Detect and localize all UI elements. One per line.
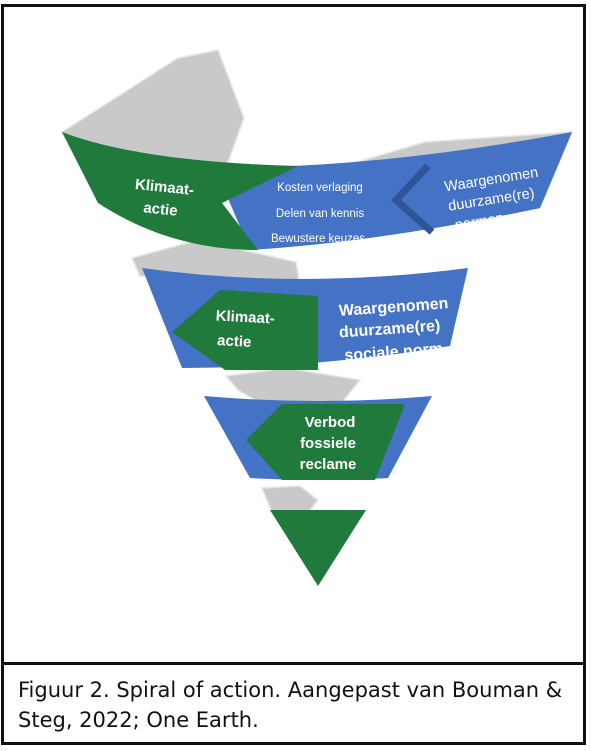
tier-3: Verbod fossiele reclame — [204, 396, 432, 480]
ribbon-segment-4 — [260, 485, 320, 516]
tier-3-green-band — [246, 404, 405, 480]
tier-3-policy-line-3: reclame — [300, 456, 357, 473]
spiral-diagram: Klimaat- actie Kosten verlaging Delen va… — [60, 49, 574, 586]
tier-1-mechanism-3: Bewustere keuzes — [271, 233, 365, 245]
tier-1-mechanism-2: Delen van kennis — [276, 208, 364, 220]
tier-1-blue-band — [215, 132, 572, 250]
spiral-tip — [270, 510, 366, 586]
tier-1-action-line-1: Klimaat- — [134, 176, 195, 199]
tier-1: Klimaat- actie Kosten verlaging Delen va… — [62, 132, 572, 250]
tier-3-policy-line-2: fossiele — [300, 435, 356, 452]
caption-divider — [1, 662, 586, 665]
tier-1-norm-line-3: normen — [454, 210, 505, 233]
tier-2-action-line-2: actie — [217, 332, 252, 351]
tier-2-action-line-1: Klimaat- — [215, 307, 275, 327]
tier-1-chevron — [390, 163, 435, 235]
tier-1-green-band — [62, 132, 298, 250]
figure-caption: Figuur 2. Spiral of action. Aangepast va… — [18, 678, 563, 732]
tier-1-mechanism-1: Kosten verlaging — [277, 182, 363, 194]
figure-frame — [1, 4, 586, 745]
tier-2: Klimaat- actie Waargenomen duurzame(re) … — [142, 268, 468, 370]
tier-2-norm-line-3: sociale norm — [344, 341, 444, 365]
tier-2-green-band — [172, 290, 318, 370]
tier-1-action-line-2: actie — [143, 199, 179, 219]
tier-3-policy-line-1: Verbod — [305, 414, 356, 431]
